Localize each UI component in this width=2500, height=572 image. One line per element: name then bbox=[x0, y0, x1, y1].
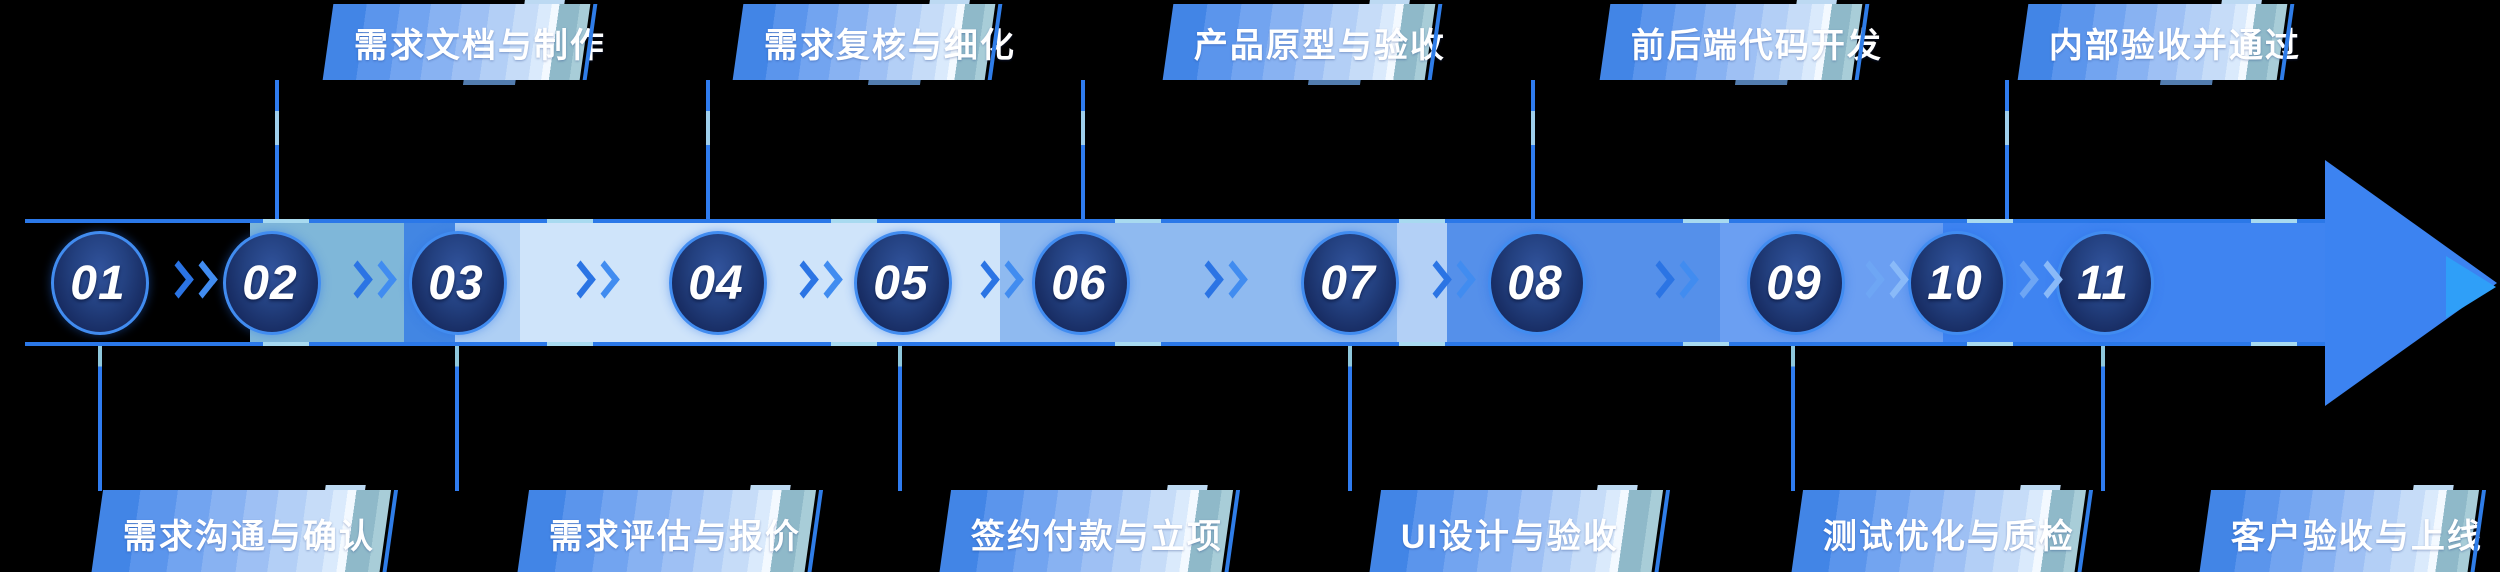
chevron-right-icon bbox=[589, 260, 620, 299]
chevron-right-icon bbox=[187, 260, 218, 299]
double-chevron-right-icon bbox=[1644, 260, 1699, 299]
connector-line-step-06 bbox=[1081, 80, 1085, 221]
double-chevron-right-icon bbox=[565, 260, 620, 299]
connector-line-step-10 bbox=[2005, 80, 2009, 221]
step-number: 08 bbox=[1507, 256, 1563, 310]
chevron-right-icon bbox=[366, 260, 397, 299]
step-number: 07 bbox=[1320, 256, 1376, 310]
chevron-right-icon bbox=[812, 260, 843, 299]
step-circle-05: 05 bbox=[854, 231, 952, 335]
double-chevron-right-icon bbox=[1854, 260, 1909, 299]
band-top-border bbox=[25, 219, 2327, 223]
step-number: 03 bbox=[428, 256, 484, 310]
step-circle-02: 02 bbox=[223, 231, 321, 335]
step-circle-08: 08 bbox=[1488, 231, 1586, 335]
double-chevron-right-icon bbox=[1421, 260, 1476, 299]
double-chevron-right-icon bbox=[969, 260, 1024, 299]
step-number: 05 bbox=[873, 256, 929, 310]
connector-line-step-01 bbox=[98, 346, 102, 491]
step-circle-04: 04 bbox=[669, 231, 767, 335]
connector-line-step-07 bbox=[1348, 346, 1352, 491]
double-chevron-right-icon bbox=[2008, 260, 2063, 299]
step-number: 06 bbox=[1051, 256, 1107, 310]
step-number: 04 bbox=[688, 256, 744, 310]
connector-line-step-08 bbox=[1531, 80, 1535, 221]
chevron-right-icon bbox=[1217, 260, 1248, 299]
step-number: 02 bbox=[242, 256, 298, 310]
connector-line-step-03 bbox=[455, 346, 459, 491]
band-bottom-border bbox=[25, 342, 2327, 346]
step-circle-09: 09 bbox=[1747, 231, 1845, 335]
connector-line-step-05 bbox=[898, 346, 902, 491]
step-circle-11: 11 bbox=[2056, 231, 2154, 335]
connector-line-step-09 bbox=[1791, 346, 1795, 491]
chevron-right-icon bbox=[2032, 260, 2063, 299]
step-number: 11 bbox=[2077, 256, 2129, 310]
double-chevron-right-icon bbox=[342, 260, 397, 299]
chevron-right-icon bbox=[993, 260, 1024, 299]
connector-line-step-04 bbox=[706, 80, 710, 221]
chevron-right-icon bbox=[1445, 260, 1476, 299]
step-circle-10: 10 bbox=[1908, 231, 2006, 335]
step-circle-06: 06 bbox=[1032, 231, 1130, 335]
double-chevron-right-icon bbox=[1193, 260, 1248, 299]
connector-line-step-02 bbox=[275, 80, 279, 221]
step-circle-03: 03 bbox=[409, 231, 507, 335]
step-number: 01 bbox=[70, 256, 126, 310]
step-circle-07: 07 bbox=[1301, 231, 1399, 335]
chevron-right-icon bbox=[1878, 260, 1909, 299]
step-number: 09 bbox=[1766, 256, 1822, 310]
step-number: 10 bbox=[1927, 256, 1983, 310]
double-chevron-right-icon bbox=[788, 260, 843, 299]
step-circle-01: 01 bbox=[51, 231, 149, 335]
double-chevron-right-icon bbox=[163, 260, 218, 299]
chevron-right-icon bbox=[1668, 260, 1699, 299]
connector-line-step-11 bbox=[2101, 346, 2105, 491]
